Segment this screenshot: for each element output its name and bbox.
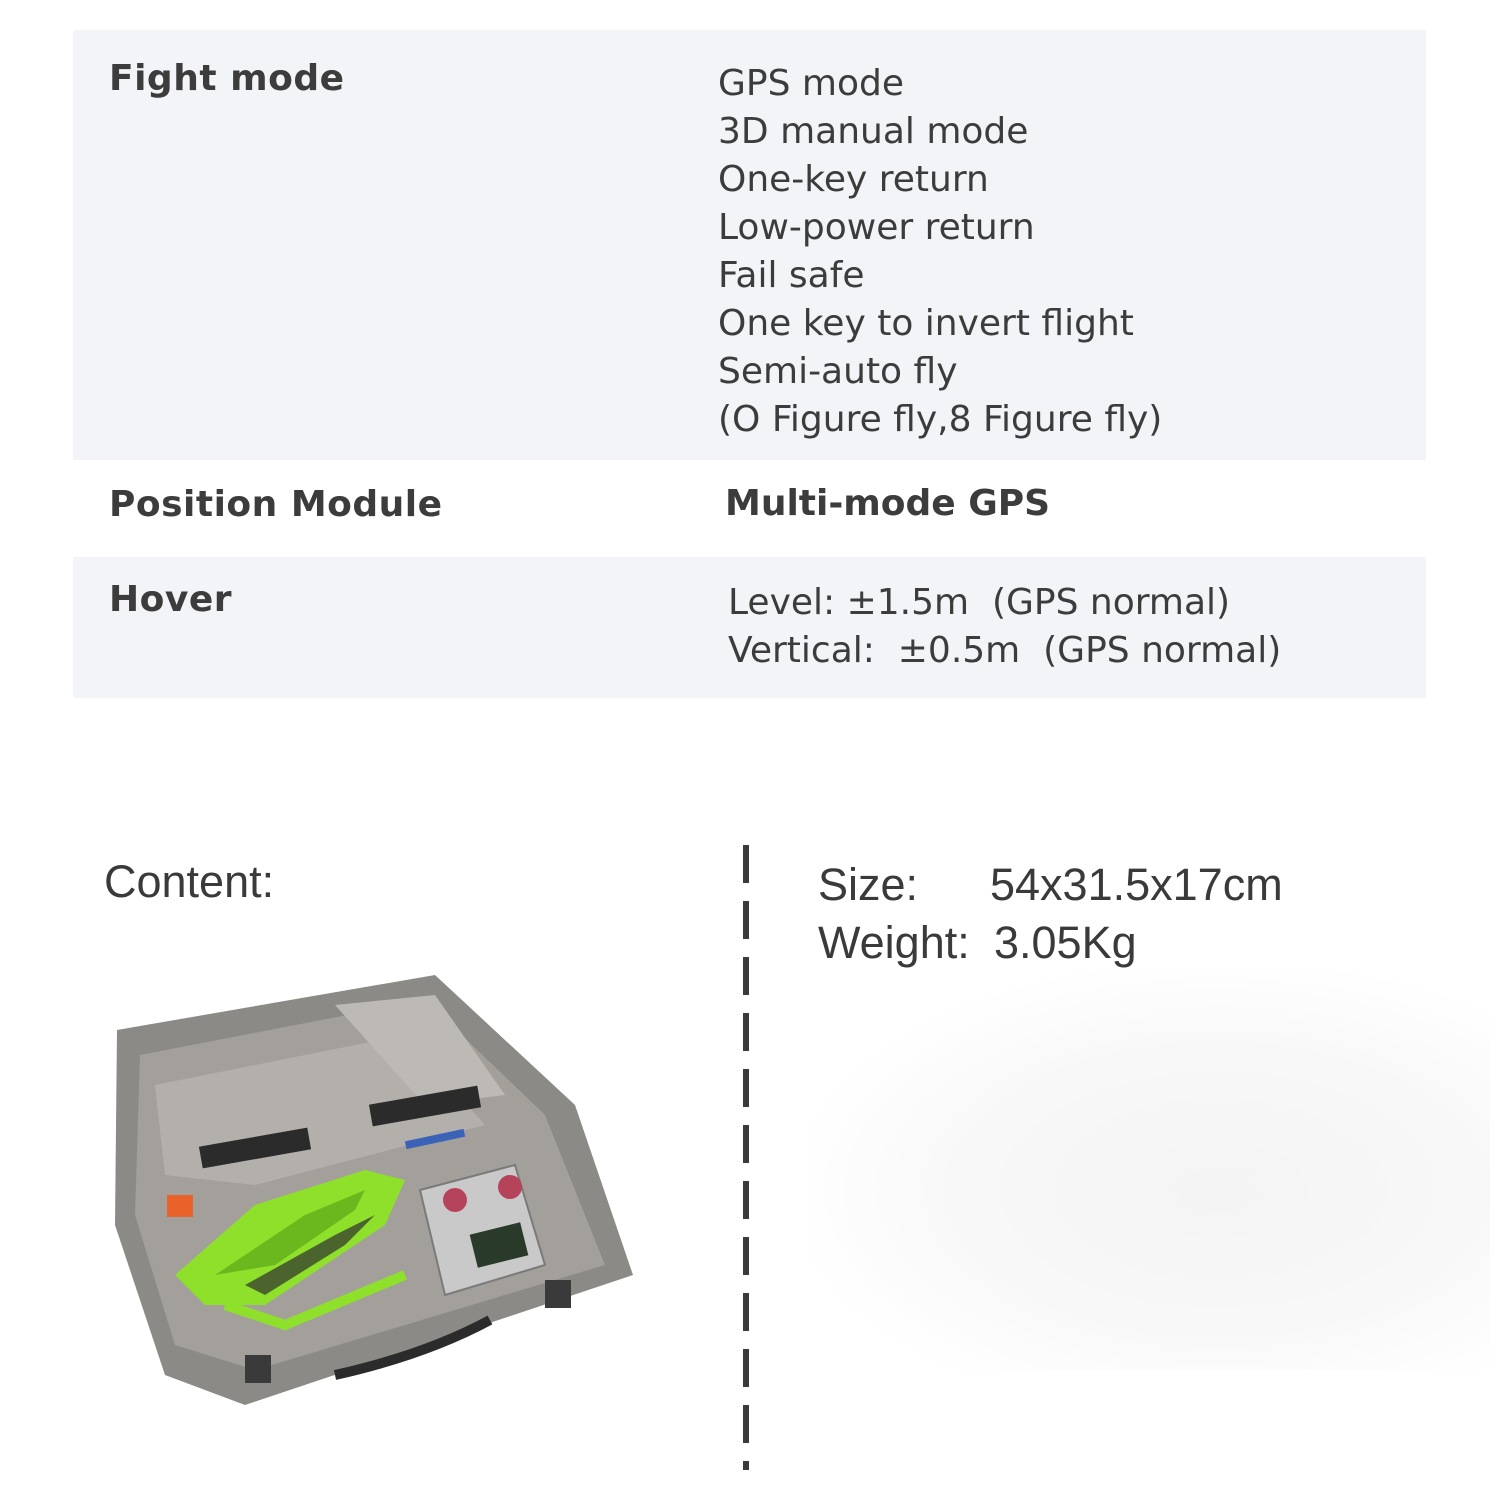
spec-label: Position Module	[109, 484, 443, 525]
weight-value: 3.05Kg	[994, 917, 1137, 968]
spec-value: Low-power return	[718, 207, 1035, 248]
orange-sticker	[167, 1195, 193, 1217]
spec-value: Level: ±1.5m (GPS normal)	[728, 582, 1231, 623]
size-label: Size:	[818, 859, 919, 910]
spec-value: Fail safe	[718, 255, 865, 296]
black-strip	[198, 1127, 312, 1169]
case-latch	[545, 1280, 571, 1308]
case-handle	[333, 1315, 493, 1380]
helicopter-canopy	[175, 1170, 407, 1331]
transmitter-stick	[443, 1188, 467, 1212]
content-heading: Content:	[104, 856, 275, 907]
spec-row-hover: Hover Level: ±1.5m (GPS normal) Vertical…	[73, 557, 1426, 698]
spec-value: Vertical: ±0.5m (GPS normal)	[728, 630, 1282, 671]
transmitter	[418, 1163, 547, 1297]
weight-label: Weight:	[818, 917, 970, 968]
spec-value: GPS mode	[718, 63, 904, 104]
spec-values: Level: ±1.5m (GPS normal) Vertical: ±0.5…	[728, 579, 1281, 675]
blade-part	[404, 1128, 466, 1150]
case-latch	[245, 1355, 271, 1383]
spec-label: Hover	[109, 579, 232, 620]
package-dimensions: Size: 54x31.5x17cm Weight: 3.05Kg	[818, 856, 1283, 972]
dashed-divider	[743, 845, 749, 1470]
spec-value: 3D manual mode	[718, 111, 1029, 152]
black-strip	[368, 1085, 482, 1127]
size-row: Size: 54x31.5x17cm	[818, 856, 1283, 914]
spec-value: One key to invert flight	[718, 303, 1134, 344]
spec-value: One-key return	[718, 159, 989, 200]
case-product-photo	[115, 975, 633, 1405]
size-value: 54x31.5x17cm	[990, 859, 1283, 910]
transmitter-screen	[469, 1222, 529, 1268]
weight-row: Weight: 3.05Kg	[818, 914, 1283, 972]
spec-value: Multi-mode GPS	[725, 483, 1051, 524]
spec-value: Semi-auto fly	[718, 351, 958, 392]
foam-compartment	[335, 995, 505, 1105]
spec-value: (O Figure fly,8 Figure fly)	[718, 399, 1163, 440]
background-smudge	[810, 970, 1490, 1370]
spec-row-position-module: Position Module Multi-mode GPS	[73, 460, 1426, 557]
transmitter-stick	[498, 1175, 522, 1199]
spec-values: Multi-mode GPS	[725, 480, 1050, 528]
spec-row-flight-mode: Fight mode GPS mode 3D manual mode One-k…	[73, 30, 1426, 460]
spec-label: Fight mode	[109, 58, 345, 99]
spec-values: GPS mode 3D manual mode One-key return L…	[718, 60, 1162, 444]
